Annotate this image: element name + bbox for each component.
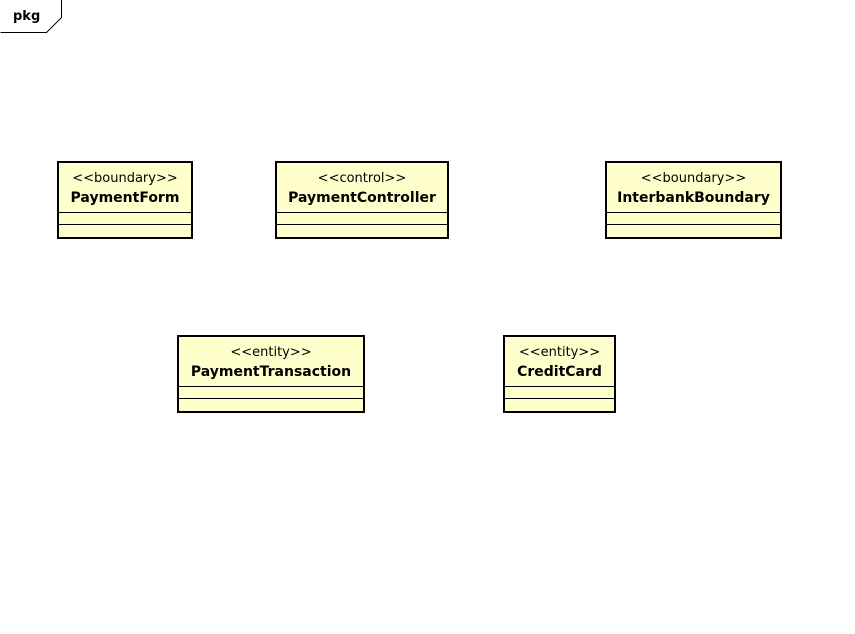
- operations-compartment: [505, 399, 614, 411]
- class-name: PaymentForm: [70, 190, 180, 206]
- class-payment-transaction[interactable]: <<entity>> PaymentTransaction: [177, 335, 365, 413]
- class-name-compartment: <<boundary>> InterbankBoundary: [607, 163, 780, 213]
- operations-compartment: [179, 399, 363, 411]
- package-frame-tab: [0, 0, 62, 33]
- operations-compartment: [277, 225, 447, 237]
- operations-compartment: [607, 225, 780, 237]
- class-stereotype: <<control>>: [317, 171, 407, 186]
- class-payment-form[interactable]: <<boundary>> PaymentForm: [57, 161, 193, 239]
- class-interbank-boundary[interactable]: <<boundary>> InterbankBoundary: [605, 161, 782, 239]
- attributes-compartment: [505, 387, 614, 399]
- class-stereotype: <<entity>>: [518, 345, 601, 360]
- package-label: pkg: [13, 9, 41, 24]
- class-stereotype: <<boundary>>: [640, 171, 747, 186]
- attributes-compartment: [179, 387, 363, 399]
- class-name-compartment: <<control>> PaymentController: [277, 163, 447, 213]
- attributes-compartment: [607, 213, 780, 225]
- operations-compartment: [59, 225, 191, 237]
- class-name: PaymentController: [288, 190, 436, 206]
- class-name: PaymentTransaction: [190, 364, 352, 380]
- class-credit-card[interactable]: <<entity>> CreditCard: [503, 335, 616, 413]
- class-name-compartment: <<entity>> PaymentTransaction: [179, 337, 363, 387]
- class-name: InterbankBoundary: [617, 190, 770, 206]
- class-stereotype: <<boundary>>: [72, 171, 178, 186]
- class-payment-controller[interactable]: <<control>> PaymentController: [275, 161, 449, 239]
- attributes-compartment: [59, 213, 191, 225]
- class-name-compartment: <<entity>> CreditCard: [505, 337, 614, 387]
- class-name: CreditCard: [517, 364, 602, 380]
- class-stereotype: <<entity>>: [230, 345, 312, 360]
- class-name-compartment: <<boundary>> PaymentForm: [59, 163, 191, 213]
- attributes-compartment: [277, 213, 447, 225]
